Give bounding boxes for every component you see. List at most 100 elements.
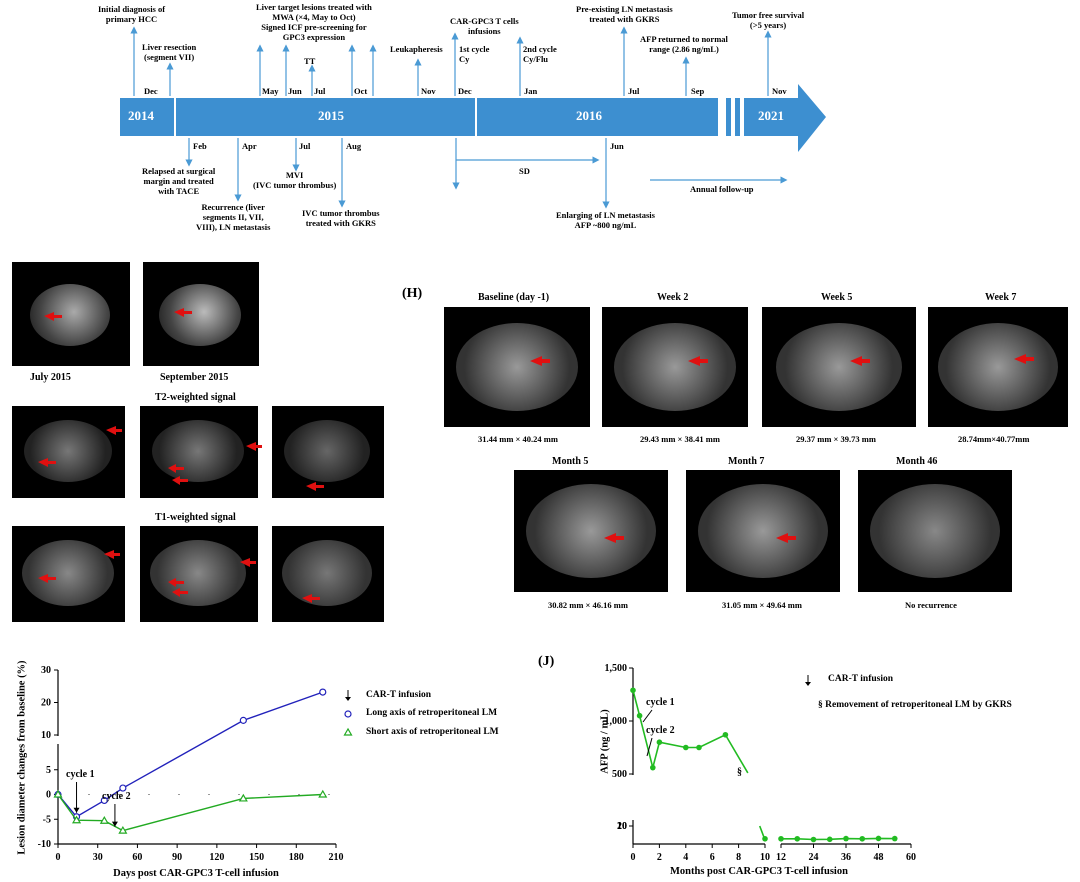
chart2-point <box>656 739 663 745</box>
chart2-point <box>722 731 729 738</box>
chart1-xtick-label: 150 <box>249 852 264 863</box>
mri-t2-1 <box>12 406 125 498</box>
chart1-xlabel: Days post CAR-GPC3 T-cell infusion <box>113 868 279 879</box>
t2-title: T2-weighted signal <box>155 392 236 403</box>
h-caption-month7: 31.05 mm × 49.64 mm <box>722 600 802 610</box>
chart1-series-line <box>57 691 323 818</box>
h-red-arrows <box>530 354 1034 543</box>
h-caption-month5: 30.82 mm × 46.16 mm <box>548 600 628 610</box>
chart2-point <box>875 835 882 842</box>
chart1-legend-short: Short axis of retroperitoneal LM <box>366 727 499 737</box>
chart2-xtick-label: 4 <box>683 852 688 863</box>
month-sep-2016: Sep <box>691 86 705 96</box>
chart2-cycle1: cycle 1 <box>646 697 675 708</box>
chart2-point <box>843 835 849 842</box>
year-2014: 2014 <box>128 108 154 123</box>
caption-july-2015: July 2015 <box>30 372 71 383</box>
chart2-xtick-label: 36 <box>841 852 851 863</box>
year-2021: 2021 <box>758 108 784 123</box>
chart2-legend-gkrs: § Removement of retroperitoneal LM by GK… <box>818 700 1012 710</box>
chart2-point <box>778 835 784 842</box>
chart2-ytick-label: 1,000 <box>605 716 628 727</box>
chart2-point <box>891 835 898 842</box>
month-dec-2015: Dec <box>458 86 472 96</box>
chart1-ytick-label: 0 <box>46 790 51 801</box>
event-tt: TT <box>304 56 316 66</box>
month-aug-2015: Aug <box>346 141 362 151</box>
timeline-arrowhead <box>744 84 826 152</box>
event-leukapheresis: Leukapheresis <box>390 44 443 54</box>
chart2-legend-cart: CAR-T infusion <box>828 674 894 684</box>
year-2015: 2015 <box>318 108 344 123</box>
chart1-point-short <box>99 816 109 824</box>
event-mvi: MVI(IVC tumor thrombus) <box>253 170 337 190</box>
mri-t2-3 <box>272 406 384 498</box>
month-oct: Oct <box>354 86 368 96</box>
h-mri-month46 <box>858 470 1012 592</box>
chart2-ytick-label: 10 <box>617 821 627 832</box>
chart1-xtick-label: 30 <box>93 852 103 863</box>
h-caption-week7: 28.74mm×40.77mm <box>958 434 1030 444</box>
chart1-xtick-label: 90 <box>172 852 182 863</box>
h-caption-month46: No recurrence <box>905 600 957 610</box>
h-mri-month7 <box>686 470 840 592</box>
chart1-cycle-arrowhead <box>111 821 118 827</box>
chart1-point-long <box>100 796 108 805</box>
h-mri-week5 <box>762 307 916 427</box>
event-tumor-free: Tumor free survival(>5 years) <box>732 10 805 30</box>
chart1-point-long <box>239 716 247 724</box>
event-resection: Liver resection(segment VII) <box>142 42 197 62</box>
chart2-point <box>636 712 643 719</box>
chart1-ytick-label: 5 <box>46 765 51 776</box>
h-mri-week7 <box>928 307 1068 427</box>
chart2-xtick-label: 48 <box>874 852 884 863</box>
chart1-xtick-label: 210 <box>329 852 344 863</box>
chart1-point-long <box>319 688 327 696</box>
h-title-month7: Month 7 <box>728 456 765 467</box>
chart1-cycle2: cycle 2 <box>102 791 131 802</box>
chart2-section-mark: § <box>737 767 742 778</box>
h-title-week7: Week 7 <box>985 292 1017 303</box>
month-feb-2015: Feb <box>193 141 207 151</box>
chart2-ytick-label: 500 <box>612 769 627 780</box>
month-apr-2015: Apr <box>242 141 257 151</box>
month-nov-2015: Nov <box>421 86 436 96</box>
chart1-series-line <box>57 793 323 832</box>
sd-label: SD <box>519 166 530 176</box>
chart2-point <box>794 835 801 842</box>
mri-t2-2 <box>140 406 258 498</box>
panel-h-letter: (H) <box>402 286 423 301</box>
chart2-cycle2: cycle 2 <box>646 725 675 736</box>
chart1-legend-long: Long axis of retroperitoneal LM <box>366 708 498 718</box>
chart2-ylabel: AFP (ng / mL) <box>599 709 611 774</box>
chart1-xtick-label: 180 <box>289 852 304 863</box>
month-jun: Jun <box>288 86 302 96</box>
chart2-point <box>810 836 817 843</box>
chart2-xtick-label: 0 <box>631 852 636 863</box>
chart1-ytick-label: 30 <box>41 665 51 676</box>
timeline-bar <box>120 98 718 136</box>
chart2-xtick-label: 8 <box>736 852 741 863</box>
year-2016: 2016 <box>576 108 602 123</box>
chart2-xlabel: Months post CAR-GPC3 T-cell infusion <box>670 866 848 877</box>
chart1-ytick-label: 20 <box>41 698 51 709</box>
month-jul-2015: Jul <box>314 86 326 96</box>
chart2-point <box>683 744 689 751</box>
chart2-xtick-label: 24 <box>809 852 819 863</box>
h-title-month46: Month 46 <box>896 456 938 467</box>
chart2-xtick-label: 6 <box>710 852 715 863</box>
chart2-xtick-label: 60 <box>906 852 916 863</box>
chart2-series-line-upper <box>632 690 749 774</box>
chart1-legend-arrowhead <box>345 697 351 701</box>
chart1-point-short <box>238 793 248 802</box>
h-mri-month5 <box>514 470 668 592</box>
